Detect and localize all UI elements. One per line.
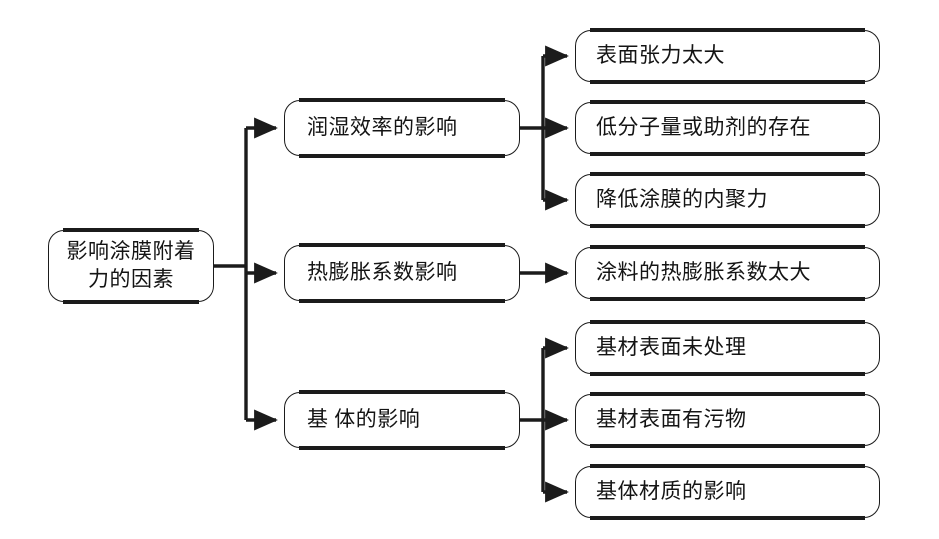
node-top-bar	[590, 392, 865, 396]
node-bottom-bar	[590, 297, 865, 301]
node-top-bar	[299, 243, 505, 247]
node-branch-substrate[interactable]: 基 体的影响	[284, 390, 520, 450]
node-branch-wetting-label: 润湿效率的影响	[307, 115, 458, 140]
node-top-bar	[63, 228, 199, 232]
node-leaf-untreated-label: 基材表面未处理	[596, 335, 747, 360]
node-leaf-material[interactable]: 基体材质的影响	[575, 464, 880, 520]
node-top-bar	[590, 100, 865, 104]
node-leaf-untreated[interactable]: 基材表面未处理	[575, 320, 880, 376]
node-branch-thermal-label: 热膨胀系数影响	[307, 260, 458, 285]
node-root[interactable]: 影响涂膜附着 力的因素	[48, 228, 214, 304]
node-bottom-bar	[590, 80, 865, 84]
node-leaf-contaminated-label: 基材表面有污物	[596, 407, 747, 432]
node-top-bar	[299, 98, 505, 102]
node-top-bar	[590, 245, 865, 249]
node-top-bar	[590, 172, 865, 176]
node-bottom-bar	[590, 152, 865, 156]
node-branch-wetting[interactable]: 润湿效率的影响	[284, 98, 520, 158]
node-bottom-bar	[590, 224, 865, 228]
node-bottom-bar	[590, 516, 865, 520]
node-root-label: 影响涂膜附着 力的因素	[66, 239, 196, 291]
node-leaf-material-label: 基体材质的影响	[596, 479, 747, 504]
node-leaf-coating-cte[interactable]: 涂料的热膨胀系数太大	[575, 245, 880, 301]
node-leaf-cohesion-label: 降低涂膜的内聚力	[596, 187, 768, 212]
node-bottom-bar	[63, 300, 199, 304]
node-top-bar	[590, 464, 865, 468]
node-bottom-bar	[590, 372, 865, 376]
node-branch-substrate-label: 基 体的影响	[307, 407, 421, 432]
node-bottom-bar	[299, 446, 505, 450]
node-top-bar	[590, 28, 865, 32]
node-leaf-surface-tension-label: 表面张力太大	[596, 43, 725, 68]
node-bottom-bar	[299, 154, 505, 158]
node-leaf-coating-cte-label: 涂料的热膨胀系数太大	[596, 260, 811, 285]
node-leaf-low-molecular-label: 低分子量或助剂的存在	[596, 115, 811, 140]
node-bottom-bar	[590, 444, 865, 448]
node-leaf-cohesion[interactable]: 降低涂膜的内聚力	[575, 172, 880, 228]
node-bottom-bar	[299, 299, 505, 303]
node-top-bar	[299, 390, 505, 394]
node-leaf-contaminated[interactable]: 基材表面有污物	[575, 392, 880, 448]
node-leaf-surface-tension[interactable]: 表面张力太大	[575, 28, 880, 84]
node-branch-thermal[interactable]: 热膨胀系数影响	[284, 243, 520, 303]
node-leaf-low-molecular[interactable]: 低分子量或助剂的存在	[575, 100, 880, 156]
node-top-bar	[590, 320, 865, 324]
